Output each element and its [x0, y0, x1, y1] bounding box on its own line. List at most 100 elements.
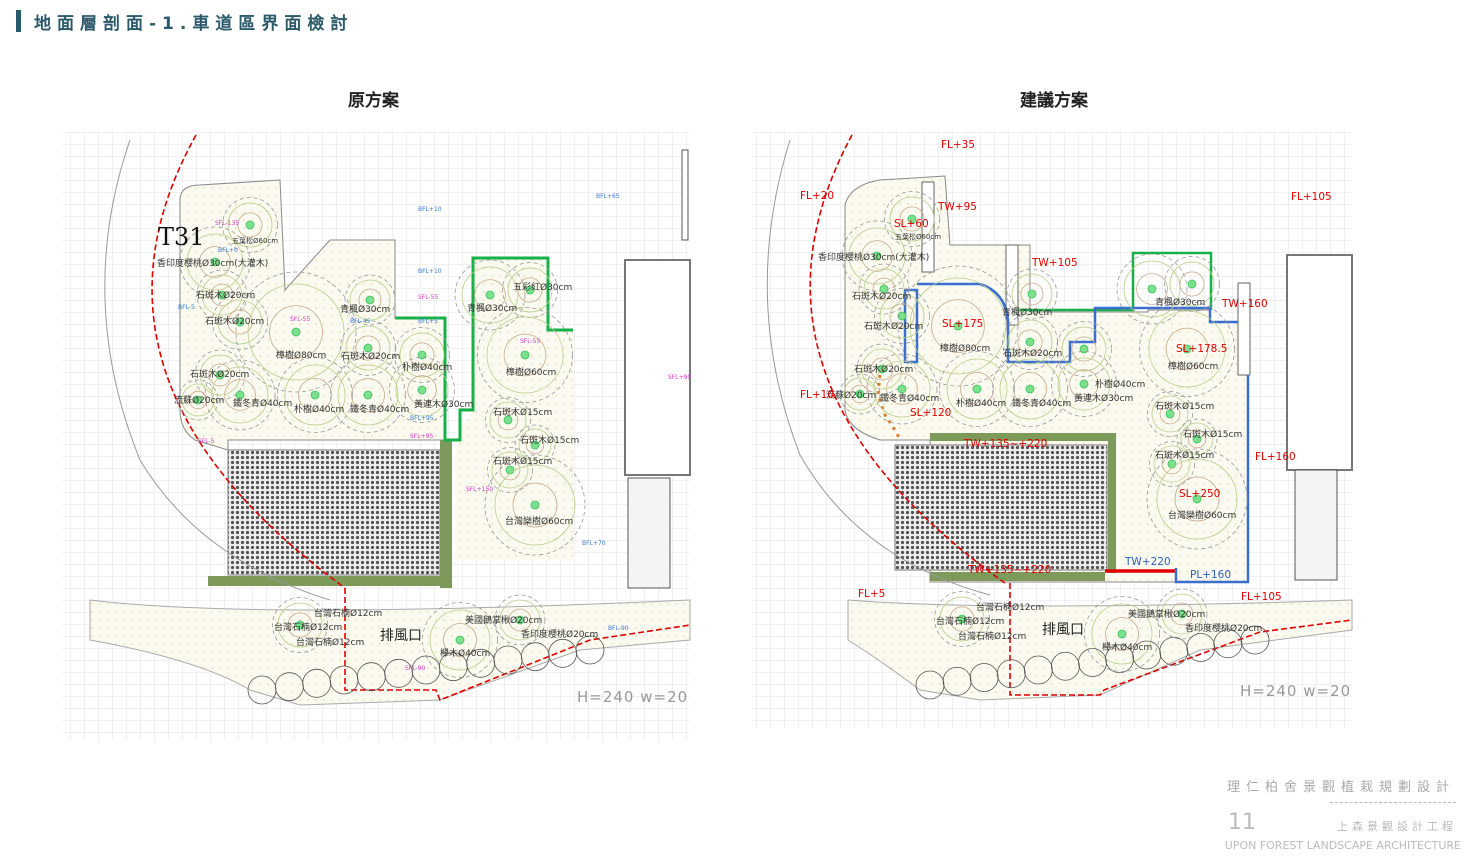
tree-trunk [1025, 384, 1035, 394]
tree-canopy-ring [1091, 603, 1153, 665]
elevation-label: PL+160 [1190, 569, 1232, 581]
tree-canopy [1149, 441, 1195, 487]
vent-grating [894, 444, 1108, 571]
planter-wall [930, 572, 1105, 581]
hedge-shrub [942, 666, 972, 696]
tree-canopy [1139, 301, 1235, 397]
tree-canopy [235, 271, 357, 393]
tree-trunk [485, 290, 495, 300]
curb-line [104, 139, 331, 601]
tree-trunk [953, 321, 963, 331]
tree-canopy [856, 343, 908, 395]
tree-trunk [217, 290, 227, 300]
tree-canopy [485, 397, 531, 443]
tree-canopy [394, 327, 450, 383]
level-tag: BFL+10 [418, 268, 442, 275]
tree-trunk [291, 327, 301, 337]
vent-label: 排風口 [380, 628, 422, 644]
plant-label: 鐵冬青Ø40cm [880, 394, 940, 404]
tree-trunk [872, 251, 882, 261]
tree-canopy-ring [899, 206, 925, 232]
plant-label: 台灣石楠Ø12cm [976, 603, 1045, 613]
tree-trunk [455, 635, 465, 645]
elevation-label: TW+220 [1125, 556, 1171, 568]
plant-label: 櫸木Ø40cm [440, 649, 491, 659]
tree-canopy-ring [848, 227, 906, 285]
planter-wall [208, 576, 452, 586]
tree-canopy [272, 597, 328, 653]
tree-canopy-ring [269, 305, 323, 359]
tree-canopy-ring [349, 279, 391, 321]
tree-trunk [1147, 284, 1157, 294]
tree-canopy [1006, 268, 1058, 320]
equipment-box [627, 477, 671, 589]
plant-label: 朴樹Ø40cm [1095, 380, 1146, 390]
tree-canopy-ring [1136, 273, 1168, 305]
tree-canopy [222, 197, 278, 253]
level-tag: SFL-5 [198, 438, 215, 445]
tree-trunk [245, 220, 255, 230]
planter-wall [930, 433, 1115, 441]
hedge-shrub [1051, 651, 1080, 681]
equipment-box [1294, 469, 1338, 581]
tree-canopy [841, 220, 913, 292]
tree-canopy-ring [499, 599, 541, 641]
tree-canopy-ring [188, 390, 208, 410]
building-wall [624, 259, 691, 476]
level-tag: BFL+70 [582, 540, 606, 547]
elevation-label: FL+35 [941, 139, 976, 151]
tree-canopy-ring [508, 608, 532, 632]
plant-label: 石斑木Ø15cm [1183, 430, 1243, 440]
level-tag: BFL+10 [418, 206, 442, 213]
tree-canopy-ring [1165, 327, 1209, 371]
elevation-label: TW+135~+220 [968, 564, 1052, 576]
level-tag: SFL-55 [290, 316, 311, 323]
tree-trunk [1192, 434, 1202, 444]
footer-divider [1330, 802, 1456, 803]
tree-canopy-ring [886, 373, 918, 405]
tree-trunk [503, 415, 513, 425]
tree-trunk [907, 214, 917, 224]
tree-canopy [897, 265, 1019, 387]
plant-label: 青楓Ø30cm [1002, 308, 1053, 318]
plant-label: 青楓Ø30cm [467, 304, 518, 314]
plant-label: 石斑木Ø20cm [864, 322, 924, 332]
tree-canopy-ring [1013, 372, 1047, 406]
tree-canopy-ring [217, 299, 263, 345]
hedge-shrub [1132, 640, 1162, 670]
tree-canopy-ring [1061, 326, 1107, 372]
property-line [344, 588, 691, 702]
tree-canopy [477, 307, 573, 403]
tree-canopy-ring [355, 335, 381, 361]
proposed-edge [1174, 375, 1250, 584]
hedge-shrub [969, 663, 999, 692]
plant-label: 樟樹Ø60cm [506, 368, 557, 378]
tree-trunk [505, 465, 515, 475]
tree-trunk [515, 615, 525, 625]
tree-trunk [1192, 494, 1202, 504]
plant-label: 黃連木Ø30cm [1074, 394, 1134, 404]
level-tag: BFL+5 [418, 318, 438, 325]
tree-canopy-ring [861, 348, 903, 390]
tree-canopy [454, 259, 526, 331]
tree-canopy-ring [494, 464, 576, 546]
elevation-label: TW+160 [1222, 298, 1268, 310]
plant-label: 石斑木Ø15cm [1155, 402, 1215, 412]
planting-bed [89, 599, 691, 706]
tree-canopy [866, 353, 938, 425]
planter-outline [1018, 251, 1213, 312]
planter-wall [440, 440, 452, 588]
elevation-label: FL+20 [800, 190, 835, 202]
tree-canopy-ring [497, 409, 519, 431]
level-tag: SFL-55 [520, 338, 541, 345]
plant-label: 五葉松Ø60cm [895, 233, 942, 241]
tree-canopy-ring [931, 299, 985, 353]
plant-label: 五葉松Ø60cm [232, 237, 279, 245]
tree-canopy-ring [863, 268, 905, 310]
tree-canopy [487, 447, 533, 493]
tree-trunk [1079, 379, 1089, 389]
plant-label: 石斑木Ø20cm [190, 370, 250, 380]
tree-canopy [212, 294, 268, 350]
right-plan-title: 建議方案 [1020, 91, 1088, 111]
tree-canopy-ring [474, 279, 506, 311]
